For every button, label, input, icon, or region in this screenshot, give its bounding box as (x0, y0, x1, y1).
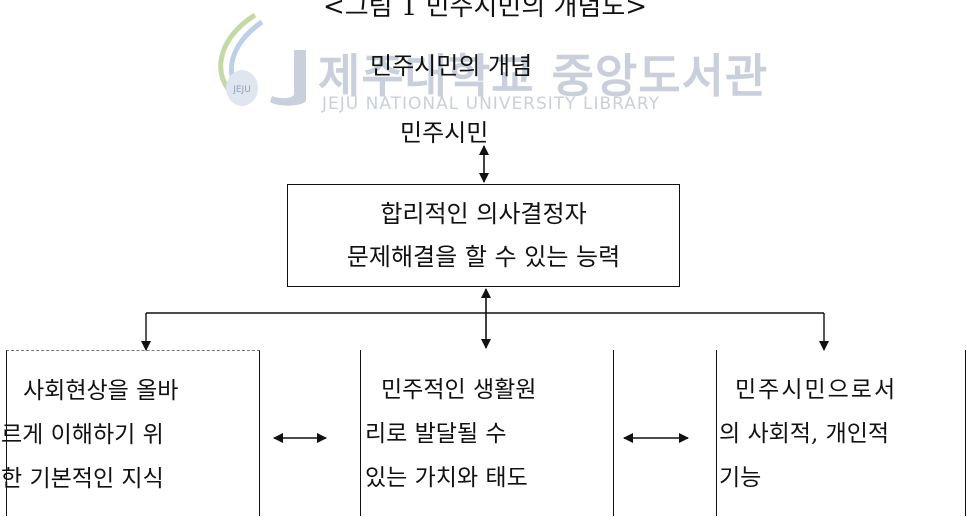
knowledge-box: 사회현상을 올바 르게 이해하기 위 한 기본적인 지식 (1, 350, 260, 516)
citizen-label: 민주시민 (400, 119, 489, 147)
decision-maker-box: 합리적인 의사결정자 문제해결을 할 수 있는 능력 (287, 184, 680, 287)
middle-box-line2: 리로 발달될 수 (365, 421, 507, 447)
figure-caption: <그림 1 민주시민의 개념도> (322, 0, 648, 22)
top-box-line2: 문제해결을 할 수 있는 능력 (346, 242, 621, 271)
left-box-line3: 한 기본적인 지식 (1, 466, 164, 492)
middle-box-line3: 있는 가치와 태도 (365, 465, 528, 491)
social-function-box: 민주시민으로서 의 사회적, 개인적 기능 (716, 350, 966, 516)
left-box-line1: 사회현상을 올바 (23, 378, 179, 404)
right-box-line2: 의 사회적, 개인적 (719, 421, 890, 447)
library-logo-icon: JEJU (200, 10, 320, 114)
top-box-line1: 합리적인 의사결정자 (380, 199, 587, 228)
svg-text:JEJU: JEJU (232, 85, 251, 95)
right-box-line3: 기능 (719, 465, 762, 491)
middle-box-line1: 민주적인 생활원 (381, 377, 537, 403)
right-box-line1: 민주시민으로서 (735, 377, 898, 403)
left-box-line2: 르게 이해하기 위 (1, 422, 164, 448)
values-attitudes-box: 민주적인 생활원 리로 발달될 수 있는 가치와 태도 (360, 350, 614, 516)
watermark-title: 제주대학교 중앙도서관 (318, 49, 769, 103)
concept-title: 민주시민의 개념 (370, 52, 533, 80)
watermark-subtitle: JEJU NATIONAL UNIVERSITY LIBRARY (322, 94, 660, 114)
